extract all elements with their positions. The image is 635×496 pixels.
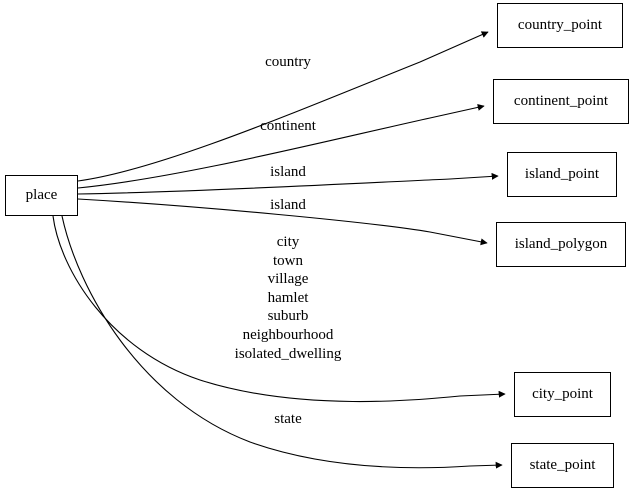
edge-label-place-state_point: state xyxy=(274,411,302,427)
edge-place-country_point xyxy=(77,31,489,182)
node-label: continent_point xyxy=(513,93,609,109)
node-place[interactable]: place xyxy=(5,175,78,216)
edge-label-line: island xyxy=(270,164,306,180)
edge-label-place-country_point: country xyxy=(265,54,311,70)
node-country_point[interactable]: country_point xyxy=(497,3,623,48)
edge-place-state_point xyxy=(61,215,503,469)
node-continent_point[interactable]: continent_point xyxy=(493,79,629,124)
edge-label-line: isolated_dwelling xyxy=(234,345,342,362)
edge-place-island_polygon xyxy=(77,198,488,246)
edge-label-line: island xyxy=(270,197,306,213)
node-island_point[interactable]: island_point xyxy=(507,152,617,197)
edge-place-continent_point xyxy=(77,103,485,189)
edge-label-line: state xyxy=(274,411,302,427)
edge-label-line: city xyxy=(276,234,300,250)
node-label: city_point xyxy=(532,386,593,402)
edge-label-line: neighbourhood xyxy=(242,326,334,343)
node-label: place xyxy=(25,187,58,203)
node-label: island_point xyxy=(524,166,600,182)
node-island_polygon[interactable]: island_polygon xyxy=(496,222,626,267)
edge-label-line: suburb xyxy=(267,308,309,325)
edge-label-line: town xyxy=(273,252,303,269)
edge-label-place-island_polygon: island xyxy=(270,197,306,213)
node-label: state_point xyxy=(529,457,596,473)
edge-label-line: hamlet xyxy=(267,289,309,306)
edge-place-island_point xyxy=(77,172,499,195)
edge-label-place-continent_point: continent xyxy=(260,118,316,134)
edge-label-line: village xyxy=(267,271,309,288)
edge-place-city_point xyxy=(52,215,506,403)
edge-label-line: country xyxy=(265,54,311,70)
node-city_point[interactable]: city_point xyxy=(514,372,611,417)
node-label: country_point xyxy=(517,17,603,33)
node-state_point[interactable]: state_point xyxy=(511,443,614,488)
edge-label-line: continent xyxy=(260,118,316,134)
node-label: island_polygon xyxy=(514,236,608,252)
edge-label-place-island_point: island xyxy=(270,164,306,180)
